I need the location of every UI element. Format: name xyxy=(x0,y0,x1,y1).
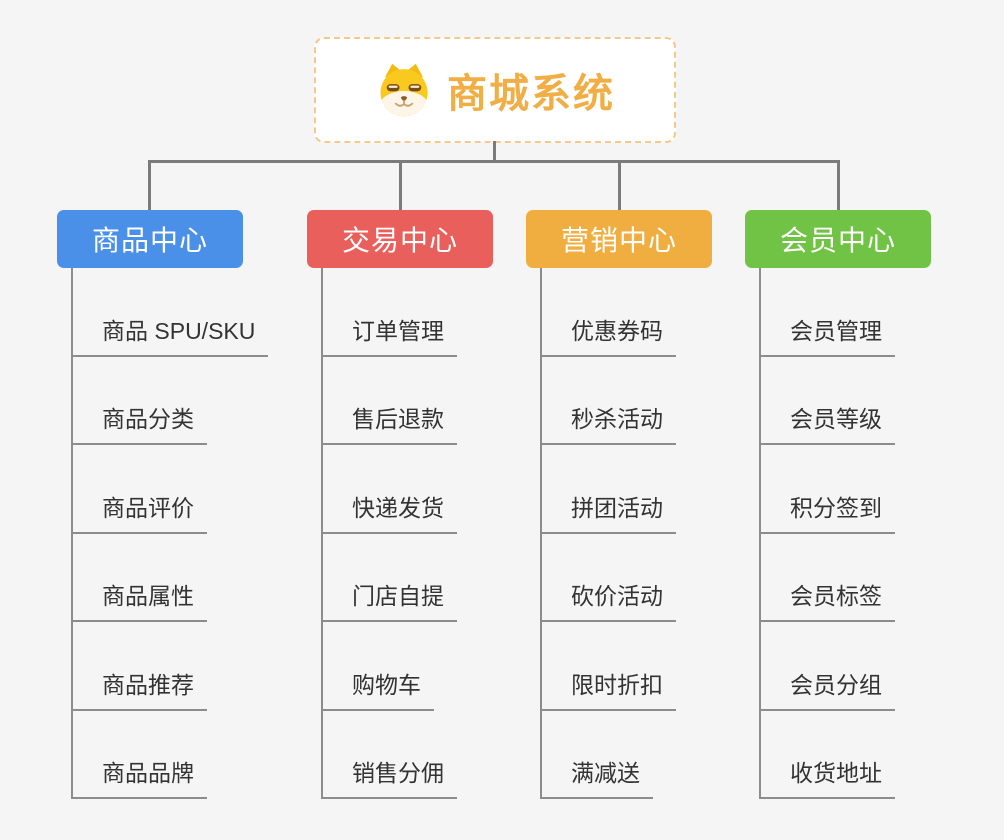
connector-horizontal-bar xyxy=(148,160,840,163)
connector-root-stem xyxy=(493,141,496,162)
dog-face-icon xyxy=(380,63,428,117)
leaf-node[interactable]: 拼团活动 xyxy=(540,489,676,534)
leaf-node[interactable]: 砍价活动 xyxy=(540,577,676,622)
leaf-node[interactable]: 销售分佣 xyxy=(321,754,457,799)
branch-node-product-center[interactable]: 商品中心 xyxy=(57,210,243,268)
leaf-node[interactable]: 商品推荐 xyxy=(71,666,207,711)
branch-children-column-member: 会员管理 会员等级 积分签到 会员标签 会员分组 收货地址 xyxy=(759,268,999,799)
leaf-node[interactable]: 秒杀活动 xyxy=(540,400,676,445)
leaf-node[interactable]: 满减送 xyxy=(540,754,653,799)
leaf-node[interactable]: 积分签到 xyxy=(759,489,895,534)
leaf-node[interactable]: 会员等级 xyxy=(759,400,895,445)
branch-children-column-marketing: 优惠券码 秒杀活动 拼团活动 砍价活动 限时折扣 满减送 xyxy=(540,268,780,799)
connector-drop-marketing xyxy=(618,160,621,210)
leaf-node[interactable]: 门店自提 xyxy=(321,577,457,622)
branch-node-member-center[interactable]: 会员中心 xyxy=(745,210,931,268)
leaf-node[interactable]: 商品品牌 xyxy=(71,754,207,799)
leaf-node[interactable]: 商品评价 xyxy=(71,489,207,534)
leaf-node[interactable]: 限时折扣 xyxy=(540,666,676,711)
leaf-node[interactable]: 会员管理 xyxy=(759,312,895,357)
root-node[interactable]: 商城系统 xyxy=(314,37,676,143)
branch-node-marketing-center[interactable]: 营销中心 xyxy=(526,210,712,268)
leaf-node[interactable]: 优惠券码 xyxy=(540,312,676,357)
leaf-node[interactable]: 售后退款 xyxy=(321,400,457,445)
leaf-node[interactable]: 商品属性 xyxy=(71,577,207,622)
leaf-node[interactable]: 收货地址 xyxy=(759,754,895,799)
connector-drop-product xyxy=(148,160,151,210)
connector-drop-trade xyxy=(399,160,402,210)
leaf-node[interactable]: 订单管理 xyxy=(321,312,457,357)
root-node-title: 商城系统 xyxy=(447,72,615,116)
leaf-node[interactable]: 购物车 xyxy=(321,666,434,711)
branch-children-column-product: 商品 SPU/SKU 商品分类 商品评价 商品属性 商品推荐 商品品牌 xyxy=(71,268,311,799)
branch-children-column-trade: 订单管理 售后退款 快递发货 门店自提 购物车 销售分佣 xyxy=(321,268,561,799)
leaf-node[interactable]: 会员标签 xyxy=(759,577,895,622)
branch-node-trade-center[interactable]: 交易中心 xyxy=(307,210,493,268)
branch-node-label: 营销中心 xyxy=(560,225,677,256)
branch-node-label: 交易中心 xyxy=(341,225,458,256)
leaf-node[interactable]: 快递发货 xyxy=(321,489,457,534)
connector-drop-member xyxy=(837,160,840,210)
leaf-node[interactable]: 会员分组 xyxy=(759,666,895,711)
branch-node-label: 商品中心 xyxy=(91,225,208,256)
branch-node-label: 会员中心 xyxy=(779,225,896,256)
leaf-node[interactable]: 商品分类 xyxy=(71,400,207,445)
leaf-node[interactable]: 商品 SPU/SKU xyxy=(71,312,269,357)
